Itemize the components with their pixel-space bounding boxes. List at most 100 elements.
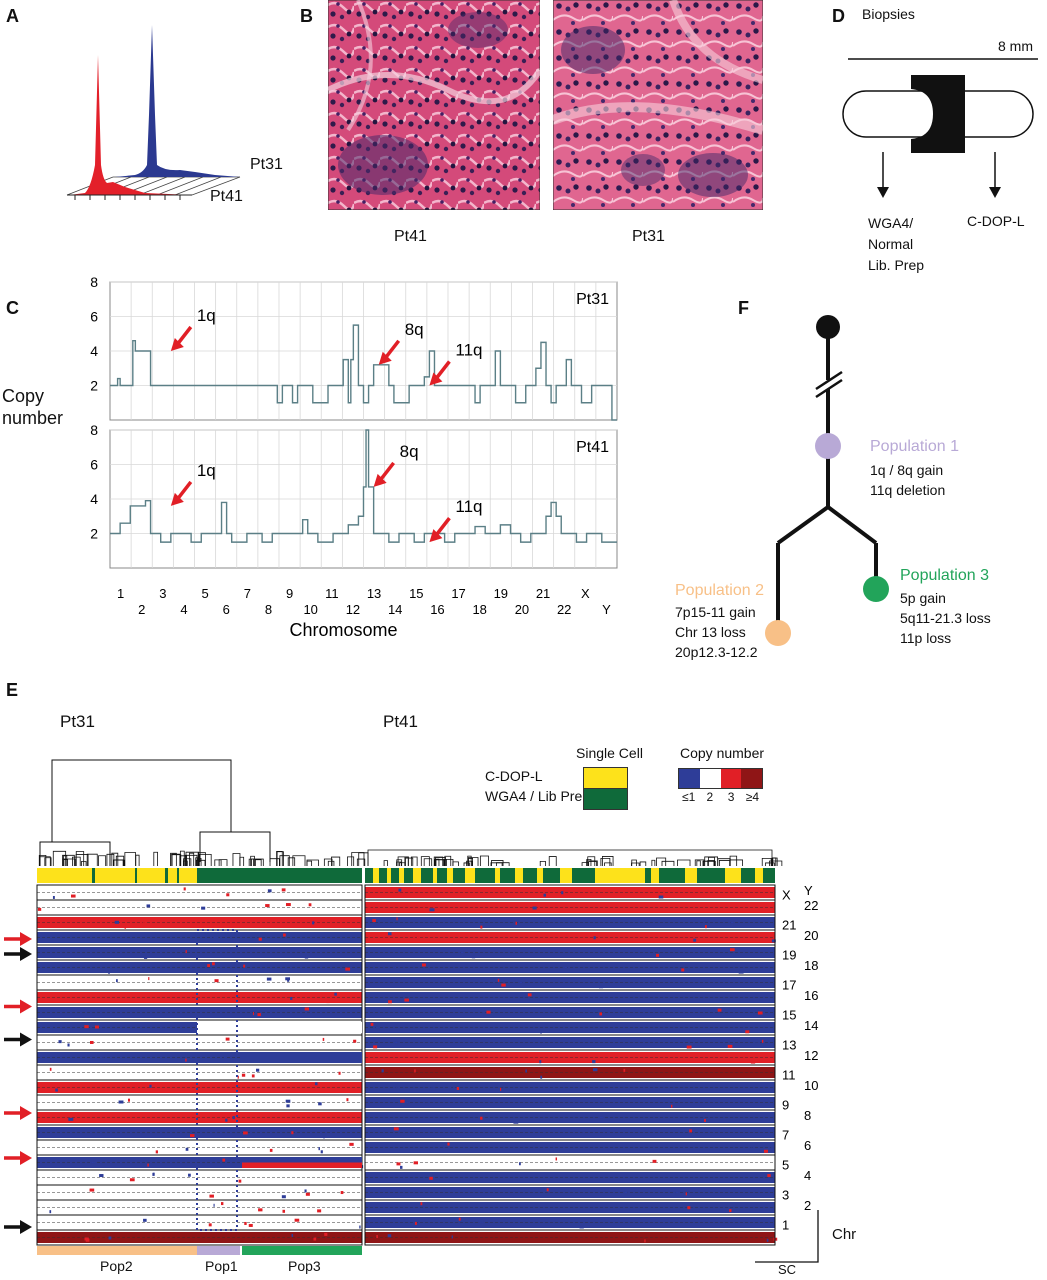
cn-plot-title: Pt31 [576, 291, 609, 308]
heatmap-cell-variant [510, 1178, 513, 1182]
histology-image-pt31 [553, 0, 763, 210]
legend-cn-labels: ≤1 2 3 ≥4 [678, 790, 763, 804]
heatmap-cell-variant [515, 921, 517, 925]
sample-type-mark [387, 868, 391, 883]
sample-type-mark [465, 868, 475, 883]
heatmap-cell-variant [37, 907, 42, 911]
cn-xtick-bottom: Y [602, 602, 611, 617]
dendrogram-branch [434, 858, 440, 866]
heatmap-cell-variant [145, 1119, 150, 1123]
dendrogram-branch [677, 859, 691, 866]
pop3-chr13-neutral [197, 1022, 362, 1033]
heatmap-cell-variant [593, 936, 596, 940]
heatmap-cell-variant [620, 1188, 625, 1192]
population-3-line3: 11p loss [900, 630, 952, 646]
heatmap-cell-variant [256, 1068, 260, 1072]
dendrogram-branch [63, 859, 69, 866]
dendrogram-branch [435, 857, 446, 866]
histology-image-pt41 [328, 0, 540, 210]
heatmap-cell-variant [175, 998, 180, 1002]
heatmap-cell-variant [599, 1012, 603, 1016]
heatmap-cell-variant [317, 1209, 322, 1213]
dendrogram-branch [769, 860, 783, 866]
heatmap-cell-variant [326, 1000, 330, 1004]
heatmap-cell-variant [324, 1232, 328, 1236]
sample-type-mark [413, 868, 421, 883]
sample-type-mark [399, 868, 404, 883]
heatmap-cell-variant [704, 1118, 706, 1122]
dendrogram-branch [198, 853, 212, 866]
heatmap-cell-variant [291, 1233, 294, 1237]
heatmap-cell-variant [540, 1030, 542, 1034]
chr17-arrow-head [20, 947, 32, 961]
heatmap-cell-variant [608, 903, 613, 907]
sample-type-mark [135, 868, 137, 883]
dendrogram-branch [586, 858, 592, 866]
cn-ytick-label: 2 [90, 378, 98, 394]
dendrogram-root [51, 759, 232, 842]
heatmap-cell-variant [699, 1103, 702, 1107]
dendrogram-branch [184, 854, 198, 866]
dendrogram-branch [444, 855, 452, 866]
heatmap-cell-variant [51, 1026, 53, 1030]
heatmap-cell-variant [267, 889, 272, 893]
population-3-line2: 5q11-21.3 loss [900, 610, 991, 626]
heatmap-cell-variant [285, 977, 290, 981]
heatmap-cell-variant [213, 1203, 215, 1207]
cn-xtick-bottom: 6 [223, 602, 230, 617]
dendrogram-branch [696, 860, 701, 866]
heatmap-cell-variant [108, 1236, 112, 1240]
pop1-bar [197, 1246, 240, 1255]
cn-xtick-top: 19 [494, 586, 508, 601]
heatmap-cell-variant [582, 1131, 585, 1135]
dendrogram-branch [269, 858, 280, 866]
sample-type-mark [177, 868, 179, 883]
heatmap-cell-variant [543, 893, 546, 897]
cn-xtick-bottom: 14 [388, 602, 402, 617]
copy-number-ylabel-line1: Copy [2, 386, 45, 406]
heatmap-cell-variant [497, 978, 500, 982]
biopsy-left-label-line3: Lib. Prep [868, 257, 925, 273]
heatmap-cell-variant [482, 1011, 485, 1015]
sample-type-mark [495, 868, 500, 883]
heatmap-cell-variant [211, 962, 215, 966]
chr11-arrow-head [20, 1032, 32, 1047]
heatmap-chr-label: 9 [782, 1097, 789, 1112]
heatmap-cell-variant [307, 954, 311, 958]
dendrogram-branch [292, 855, 306, 866]
heatmap-cell-variant [238, 1179, 242, 1183]
heatmap-cell-variant [555, 902, 560, 906]
biopsy-left-label-line2: Normal [868, 236, 914, 252]
heatmap-cell-variant [185, 1147, 189, 1151]
heatmap-cell-variant [398, 888, 402, 892]
heatmap-cell-variant [318, 1102, 322, 1106]
dendrogram-branch [631, 859, 637, 866]
heatmap-cell-variant [414, 1221, 417, 1225]
heatmap-cell-variant [697, 1014, 700, 1018]
heatmap-cell-variant [222, 1158, 226, 1162]
dendrogram-branch [218, 859, 228, 866]
heatmap-cell-variant [735, 908, 739, 912]
legend-single-cell-title: Single Cell [576, 745, 643, 761]
heatmap-cell-variant [579, 1225, 584, 1229]
legend-wga4-label: WGA4 / Lib Prep [485, 788, 591, 804]
heatmap-cell-variant [760, 963, 763, 967]
dendrogram-branch [602, 856, 614, 866]
cn-ytick-label: 6 [90, 457, 98, 473]
heatmap-cell-variant [49, 1210, 52, 1214]
heatmap-cell-variant [555, 1157, 558, 1161]
heatmap-chr-label: 4 [804, 1168, 811, 1183]
heatmap-cell-variant [500, 1087, 502, 1091]
heatmap-cell-variant [766, 1238, 769, 1242]
cn-xtick-bottom: 10 [303, 602, 317, 617]
population-3-title: Population 3 [900, 567, 989, 584]
dendrogram-branch [183, 858, 192, 866]
heatmap-cell-variant [540, 1075, 543, 1079]
heatmap-cell-variant [501, 983, 506, 987]
heatmap-cell-variant [531, 992, 534, 996]
heatmap-cell-variant [190, 1134, 195, 1138]
population-2-line2: Chr 13 loss [675, 624, 746, 640]
dendrogram-branch [729, 859, 743, 866]
